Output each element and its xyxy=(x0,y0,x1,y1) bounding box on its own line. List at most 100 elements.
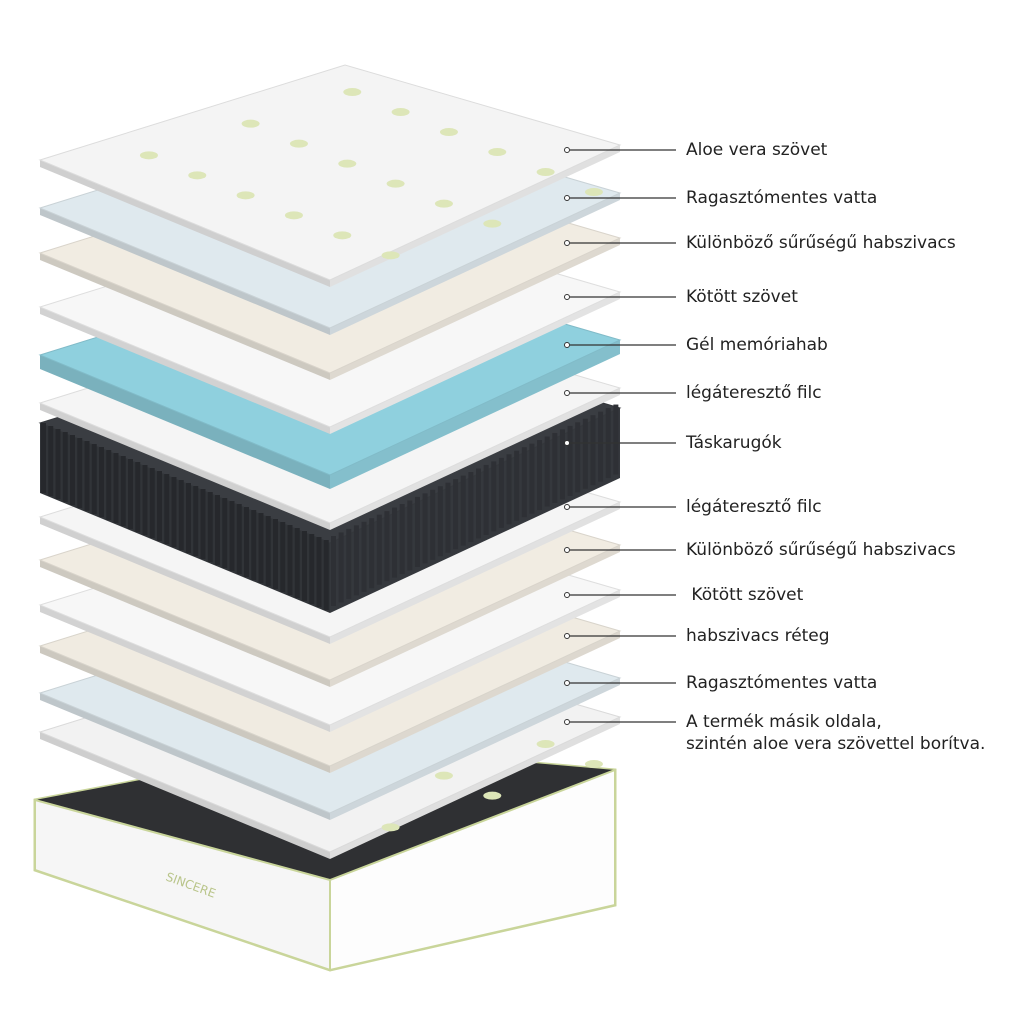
layer-label-4: Kötött szövet xyxy=(686,287,798,307)
spring-coil xyxy=(41,423,46,493)
layer-label-3: Különböző sűrűségű habszivacs xyxy=(686,233,956,253)
aloe-leaf-pattern xyxy=(338,159,357,168)
callout-dot xyxy=(564,195,570,201)
spring-coil xyxy=(287,525,293,595)
spring-coil xyxy=(99,447,104,517)
callout-dot xyxy=(564,240,570,246)
spring-coil xyxy=(294,528,300,598)
spring-coil xyxy=(460,475,466,546)
spring-coil xyxy=(106,450,112,520)
spring-coil xyxy=(55,429,61,499)
layer-label-1: Aloe vera szövet xyxy=(686,140,828,160)
spring-coil xyxy=(309,534,315,604)
callout-dot xyxy=(564,342,570,348)
spring-coil xyxy=(376,514,382,585)
spring-coil xyxy=(491,461,497,532)
callout-dot xyxy=(564,547,570,553)
spring-coil xyxy=(361,521,367,592)
spring-coil xyxy=(128,459,133,529)
callout-dot xyxy=(564,440,570,446)
aloe-leaf-pattern xyxy=(584,760,603,769)
spring-coil xyxy=(369,518,375,589)
spring-coil xyxy=(567,425,573,496)
layer-label-2: Ragasztómentes vatta xyxy=(686,188,878,208)
spring-coil xyxy=(316,537,322,607)
aloe-leaf-pattern xyxy=(584,188,603,197)
callout-dot xyxy=(564,719,570,725)
spring-coil xyxy=(575,422,581,493)
aloe-leaf-pattern xyxy=(434,771,453,780)
spring-coil xyxy=(422,493,428,564)
callout-dot xyxy=(564,147,570,153)
spring-coil xyxy=(353,525,359,596)
spring-coil xyxy=(514,450,520,521)
spring-coil xyxy=(392,507,398,578)
callout-dot xyxy=(564,592,570,598)
layer-label-9: Különböző sűrűségű habszivacs xyxy=(686,540,956,560)
spring-coil xyxy=(77,438,83,508)
spring-coil xyxy=(476,468,481,539)
aloe-leaf-pattern xyxy=(381,251,400,260)
spring-coil xyxy=(157,471,162,541)
spring-coil xyxy=(215,495,220,565)
spring-coil xyxy=(200,489,206,559)
spring-coil xyxy=(407,500,413,571)
spring-coil xyxy=(273,519,278,589)
spring-coil xyxy=(414,496,420,567)
callout-dot xyxy=(564,504,570,510)
layer-label-10: Kötött szövet xyxy=(686,585,804,605)
spring-coil xyxy=(598,411,604,482)
aloe-leaf-pattern xyxy=(284,211,303,220)
spring-coil xyxy=(84,441,90,511)
spring-coil xyxy=(258,513,264,583)
spring-coil xyxy=(113,453,119,523)
spring-coil xyxy=(613,404,619,475)
layer-label-8: légáteresztő filc xyxy=(686,497,822,517)
spring-coil xyxy=(149,468,155,538)
spring-coil xyxy=(186,483,191,553)
aloe-leaf-pattern xyxy=(536,740,555,749)
aloe-leaf-pattern xyxy=(333,231,352,240)
aloe-leaf-pattern xyxy=(343,88,362,97)
spring-coil xyxy=(468,472,474,543)
spring-coil xyxy=(135,462,141,532)
aloe-leaf-pattern xyxy=(439,128,458,137)
aloe-leaf-pattern xyxy=(139,151,158,160)
layer-label-6: légáteresztő filc xyxy=(686,383,822,403)
spring-coil xyxy=(236,504,242,574)
spring-coil xyxy=(164,474,170,544)
spring-coil xyxy=(302,531,307,601)
spring-coil xyxy=(544,436,550,507)
aloe-leaf-pattern xyxy=(188,171,207,180)
spring-coil xyxy=(142,465,148,535)
spring-coil xyxy=(207,492,213,562)
layer-label-13: A termék másik oldala, szintén aloe vera… xyxy=(686,712,986,754)
spring-coil xyxy=(498,457,504,528)
aloe-leaf-pattern xyxy=(289,139,308,148)
spring-coil xyxy=(193,486,199,556)
layer-label-11: habszivacs réteg xyxy=(686,626,830,646)
callout-dot xyxy=(564,390,570,396)
spring-coil xyxy=(323,540,329,610)
layer-1 xyxy=(38,64,622,287)
spring-coil xyxy=(483,464,489,535)
spring-coil xyxy=(559,429,565,500)
spring-coil xyxy=(265,516,271,586)
aloe-leaf-pattern xyxy=(483,219,502,228)
spring-coil xyxy=(521,447,527,518)
spring-coil xyxy=(453,479,459,550)
callout-dot xyxy=(564,680,570,686)
spring-coil xyxy=(582,418,588,489)
layer-label-7: Táskarugók xyxy=(686,433,782,453)
layer-label-5: Gél memóriahab xyxy=(686,335,828,355)
spring-coil xyxy=(506,454,512,525)
spring-coil xyxy=(222,498,228,568)
spring-coil xyxy=(552,432,558,503)
spring-coil xyxy=(171,477,177,547)
aloe-leaf-pattern xyxy=(386,179,405,188)
callout-dot xyxy=(564,633,570,639)
aloe-leaf-pattern xyxy=(483,791,502,800)
aloe-leaf-pattern xyxy=(391,108,410,117)
callout-dot xyxy=(564,294,570,300)
